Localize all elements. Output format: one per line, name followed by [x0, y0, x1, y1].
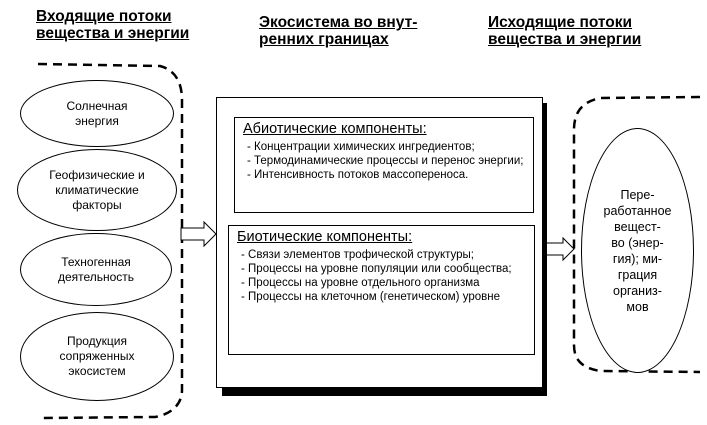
inputs-dashed-bracket — [37, 62, 184, 420]
input-conjugate-ecosystems-label: Продукция сопряженных экосистем — [59, 334, 135, 378]
biotic-item: Процессы на уровне популяции или сообщес… — [237, 262, 526, 276]
abiotic-item: Интенсивность потоков массопереноса. — [243, 168, 525, 182]
input-solar-energy: Солнечная энергия — [20, 80, 174, 147]
output-processed-matter: Пере- работанное вещест- во (энер- гия);… — [581, 128, 694, 373]
inputs-header-line-2: вещества и энергии — [36, 25, 190, 42]
input-solar-energy-label: Солнечная энергия — [66, 98, 128, 128]
outputs-header-line-1: Исходящие потоки — [488, 14, 633, 31]
input-arrow — [180, 220, 217, 248]
inputs-header: Входящие потоки вещества и энергии — [36, 8, 189, 42]
biotic-title: Биотические компоненты: — [237, 229, 413, 245]
abiotic-section: Абиотические компоненты: Концентрации хи… — [234, 117, 534, 213]
output-arrow — [544, 236, 575, 262]
input-conjugate-ecosystems: Продукция сопряженных экосистем — [20, 312, 174, 401]
biotic-item: Процессы на клеточном (генетическом) уро… — [237, 290, 526, 304]
abiotic-item: Концентрации химических ингредиентов; — [243, 140, 525, 154]
ecosystem-header-line-2: ренних границах — [259, 31, 389, 48]
output-processed-matter-label: Пере- работанное вещест- во (энер- гия);… — [603, 187, 672, 314]
ecosystem-header-line-1: Экосистема во внут- — [259, 14, 418, 31]
abiotic-list: Концентрации химических ингредиентов; Те… — [243, 140, 525, 182]
biotic-item: Связи элементов трофической структуры; — [237, 248, 526, 262]
input-technogenic-activity-label: Техногенная деятельность — [57, 254, 135, 284]
input-technogenic-activity: Техногенная деятельность — [20, 233, 172, 306]
ecosystem-header: Экосистема во внут- ренних границах — [259, 14, 417, 48]
input-geophysical-factors: Геофизические и климатические факторы — [17, 149, 177, 231]
abiotic-item: Термодинамические процессы и перенос эне… — [243, 154, 525, 168]
biotic-item: Процессы на уровне отдельного организма — [237, 276, 526, 290]
biotic-section: Биотические компоненты: Связи элементов … — [228, 225, 535, 355]
outputs-header-line-2: вещества и энергии — [488, 31, 642, 48]
input-geophysical-factors-label: Геофизические и климатические факторы — [49, 167, 145, 212]
inputs-header-line-1: Входящие потоки — [36, 8, 172, 25]
outputs-header: Исходящие потоки вещества и энергии — [488, 14, 641, 48]
biotic-list: Связи элементов трофической структуры; П… — [237, 248, 526, 304]
outputs-dashed-bracket — [572, 95, 701, 374]
abiotic-title: Абиотические компоненты: — [243, 121, 427, 137]
